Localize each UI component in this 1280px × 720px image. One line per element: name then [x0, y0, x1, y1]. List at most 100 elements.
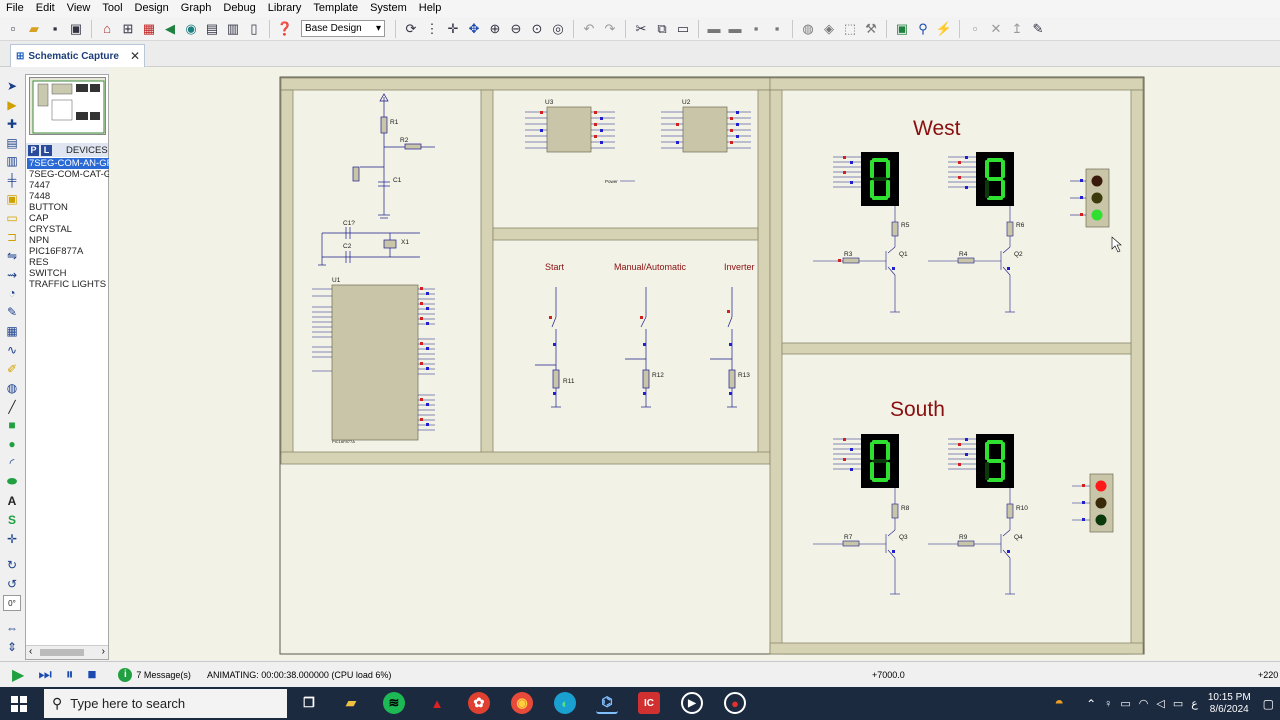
stop-icon[interactable]: ■ [87, 666, 97, 683]
library-manager-button[interactable]: L [41, 144, 52, 156]
terminals-icon[interactable]: ▭ [6, 210, 18, 225]
media-player-icon[interactable]: ▶ [681, 692, 703, 714]
save-all-icon[interactable]: ▣ [69, 20, 83, 36]
menu-help[interactable]: Help [418, 2, 442, 14]
device-item[interactable]: TRAFFIC LIGHTS [29, 279, 107, 290]
oscilloscope-icon[interactable]: ∿ [6, 342, 18, 357]
wire-label-icon[interactable]: ▤ [6, 135, 18, 150]
tab-schematic-capture[interactable]: ⊞ Schematic Capture ✕ [10, 44, 145, 67]
save-icon[interactable]: ▪ [52, 20, 58, 36]
device-item[interactable]: BUTTON [29, 202, 68, 213]
menu-file[interactable]: File [6, 2, 24, 14]
zoom-out-icon[interactable]: ⊖ [510, 20, 522, 36]
marker-icon[interactable]: ✛ [6, 531, 18, 546]
probe-icon[interactable]: ✐ [6, 361, 18, 376]
menu-template[interactable]: Template [313, 2, 359, 14]
windows-start-icon[interactable] [11, 696, 27, 712]
help-icon[interactable]: ❓ [276, 20, 294, 36]
devices-horizontal-scrollbar[interactable]: ‹ › [26, 645, 108, 659]
menu-graph[interactable]: Graph [180, 2, 212, 14]
junction-dot-icon[interactable]: ✚ [6, 116, 18, 131]
back-icon[interactable]: ◀ [165, 20, 175, 36]
app-red-icon[interactable]: ✿ [468, 692, 490, 714]
block-delete-icon[interactable]: ▪ [774, 20, 780, 36]
selection-mode-icon[interactable]: ➤ [6, 78, 18, 93]
exit-parent-icon[interactable]: ↥ [1011, 20, 1023, 36]
taskbar-search[interactable]: ⚲ Type here to search [44, 689, 287, 718]
battery-icon[interactable]: ▭ [1172, 698, 1184, 710]
circle-icon[interactable]: ● [8, 437, 16, 452]
undo-icon[interactable]: ↶ [583, 20, 595, 36]
pick-device-icon[interactable]: ◍ [802, 20, 814, 36]
voltage-probe-icon[interactable]: ✎ [6, 305, 18, 320]
chevron-left-icon[interactable]: ‹ [29, 646, 33, 657]
acrobat-icon[interactable]: ▲ [430, 695, 444, 711]
edge-icon[interactable]: ◐ [554, 692, 576, 714]
device-item[interactable]: 7SEG-COM-AN-GF [27, 158, 109, 169]
spotify-icon[interactable]: ≋ [383, 692, 405, 714]
chevron-right-icon[interactable]: › [101, 646, 105, 657]
notification-icon[interactable]: ▢ [1262, 696, 1274, 711]
generator-icon[interactable]: ◔ [8, 286, 16, 301]
text-icon[interactable]: A [7, 493, 17, 508]
microphone-icon[interactable]: ♀ [1104, 697, 1113, 710]
rotate-ccw-icon[interactable]: ↺ [6, 577, 18, 592]
gerber-icon[interactable]: ◉ [185, 20, 197, 36]
pick-devices-button[interactable]: P [28, 144, 39, 156]
menu-debug[interactable]: Debug [223, 2, 256, 14]
subcircuit-icon[interactable]: ▣ [6, 192, 18, 207]
report-icon[interactable]: ▥ [226, 20, 240, 36]
close-icon[interactable]: ✕ [129, 49, 140, 63]
menu-edit[interactable]: Edit [35, 2, 55, 14]
device-item[interactable]: PIC16F877A [29, 246, 84, 257]
symbol-icon[interactable]: S [7, 512, 16, 527]
rotate-cw-icon[interactable]: ↻ [6, 558, 18, 573]
angle-input-icon[interactable]: 0° [3, 595, 21, 612]
device-item[interactable]: CAP [29, 213, 49, 224]
property-tool-icon[interactable]: ⚡ [935, 20, 953, 36]
open-folder-icon[interactable]: ▰ [29, 20, 39, 36]
screen-recorder-icon[interactable]: ● [724, 692, 746, 714]
schematic-canvas[interactable]: R1 R2 C1 C1? C2 X1 U1 PIC16F877A [110, 67, 1280, 660]
task-view-icon[interactable]: ❐ [303, 695, 315, 710]
copy-icon[interactable]: ⧉ [657, 20, 667, 36]
bus-mode-icon[interactable]: ╪ [7, 173, 17, 188]
menu-tool[interactable]: Tool [102, 2, 123, 14]
step-icon[interactable]: ⏭ [38, 666, 52, 683]
device-item[interactable]: 7448 [29, 191, 51, 202]
messages-count[interactable]: 7 Message(s) [136, 669, 191, 680]
meter-icon[interactable]: ◍ [6, 380, 18, 395]
make-device-icon[interactable]: ◈ [824, 20, 834, 36]
component-mode-icon[interactable]: ▶ [7, 97, 17, 112]
chevron-up-icon[interactable]: ⌃ [1086, 696, 1097, 711]
mirror-horizontal-icon[interactable]: ⇔ [6, 621, 18, 636]
chrome-icon[interactable]: ◉ [511, 692, 533, 714]
play-icon[interactable]: ▶ [12, 666, 25, 684]
refresh-icon[interactable]: ⟳ [405, 20, 417, 36]
pause-icon[interactable]: ⏸ [65, 666, 74, 683]
menu-system[interactable]: System [370, 2, 407, 14]
doc-icon[interactable]: ▯ [250, 20, 258, 36]
language-icon[interactable]: ع [1191, 698, 1198, 710]
clock[interactable]: 10:15 PM 8/6/2024 [1208, 692, 1251, 716]
zoom-in-icon[interactable]: ⊕ [489, 20, 501, 36]
grid-icon[interactable]: ⋮ [425, 20, 439, 36]
home-icon[interactable]: ⌂ [103, 20, 111, 36]
design-select[interactable]: Base Design ▾ [301, 20, 385, 37]
decompose-icon[interactable]: ⚒ [865, 20, 877, 36]
block-rotate-icon[interactable]: ▪ [753, 20, 759, 36]
file-explorer-icon[interactable]: ▰ [346, 695, 356, 710]
device-item[interactable]: 7447 [29, 180, 51, 191]
menu-design[interactable]: Design [134, 2, 169, 14]
block-copy-icon[interactable]: ▬ [707, 20, 721, 36]
schematic-icon[interactable]: ⊞ [122, 20, 134, 36]
path-icon[interactable]: ⬬ [6, 474, 18, 489]
wifi-icon[interactable]: ◠ [1138, 698, 1149, 710]
pcb-icon[interactable]: ▦ [142, 20, 156, 36]
menu-library[interactable]: Library [267, 2, 302, 14]
origin-icon[interactable]: ✛ [447, 20, 459, 36]
bom-icon[interactable]: ▤ [205, 20, 219, 36]
device-item[interactable]: CRYSTAL [29, 224, 72, 235]
volume-icon[interactable]: ◁ [1156, 698, 1165, 710]
package-tool-icon[interactable]: ⬚ [843, 20, 857, 36]
